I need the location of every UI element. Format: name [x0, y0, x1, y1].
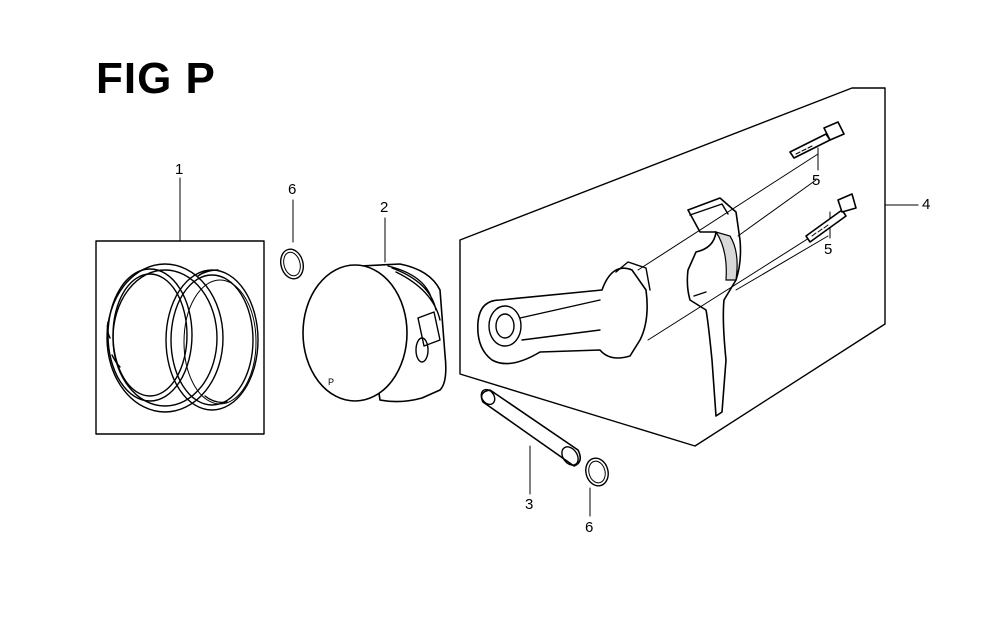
- rod-bolt-lower: [805, 193, 857, 243]
- rod-assembly-frame: [459, 87, 886, 447]
- piston-pin: [480, 388, 582, 467]
- piston-pin-clip-upper: [279, 248, 305, 280]
- rod-bolt-upper: [789, 121, 845, 159]
- callout-clip-upper: 6: [288, 181, 297, 198]
- connecting-rod: [476, 261, 651, 365]
- piston-ring-set: [106, 263, 259, 413]
- callout-piston-rings: 1: [175, 161, 184, 178]
- piston: P: [302, 263, 447, 403]
- callout-piston: 2: [380, 199, 389, 216]
- callout-piston-pin: 3: [525, 496, 534, 513]
- rings-frame: [95, 240, 265, 435]
- rod-cap: [686, 197, 742, 417]
- callout-bolt-lower: 5: [824, 241, 833, 258]
- callout-clip-lower: 6: [585, 519, 594, 536]
- piston-pin-clip-lower: [585, 457, 609, 487]
- figure-title: FIG P: [96, 54, 216, 103]
- callout-bolt-upper: 5: [812, 172, 821, 189]
- callout-rod-assembly: 4: [922, 196, 931, 213]
- svg-text:P: P: [328, 377, 334, 387]
- alignment-lines: [637, 153, 829, 341]
